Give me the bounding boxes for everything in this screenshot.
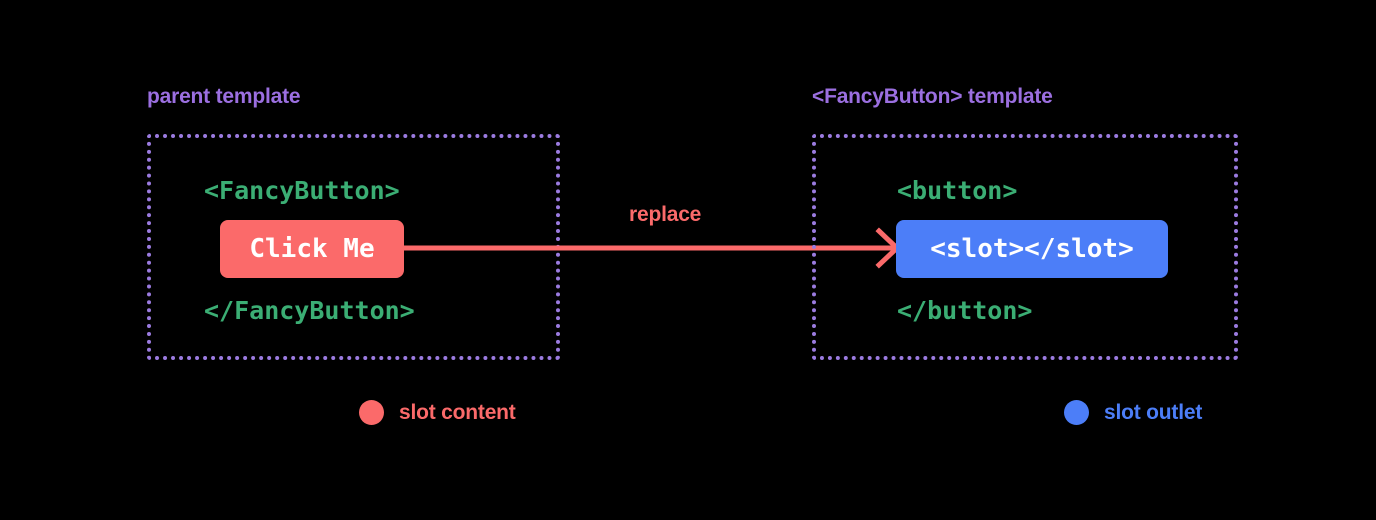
fancybutton-template-panel <box>812 134 1238 360</box>
legend-dot-icon-slot-outlet <box>1064 400 1089 425</box>
legend-label-slot-outlet: slot outlet <box>1104 400 1203 424</box>
parent-template-label: parent template <box>147 85 301 108</box>
legend-dot-icon-slot-content <box>359 400 384 425</box>
code-close-button: </button> <box>897 296 1033 325</box>
replace-arrow-label: replace <box>629 203 702 226</box>
code-open-button: <button> <box>897 176 1018 205</box>
legend-item-slot-content: slot content <box>359 400 516 425</box>
fancybutton-template-label: <FancyButton> template <box>812 85 1053 108</box>
slot-outlet-chip: <slot></slot> <box>896 220 1168 278</box>
slot-content-chip: Click Me <box>220 220 404 278</box>
code-close-fancybutton: </FancyButton> <box>204 296 415 325</box>
legend-label-slot-content: slot content <box>399 400 516 424</box>
legend-item-slot-outlet: slot outlet <box>1064 400 1202 425</box>
code-open-fancybutton: <FancyButton> <box>204 176 400 205</box>
